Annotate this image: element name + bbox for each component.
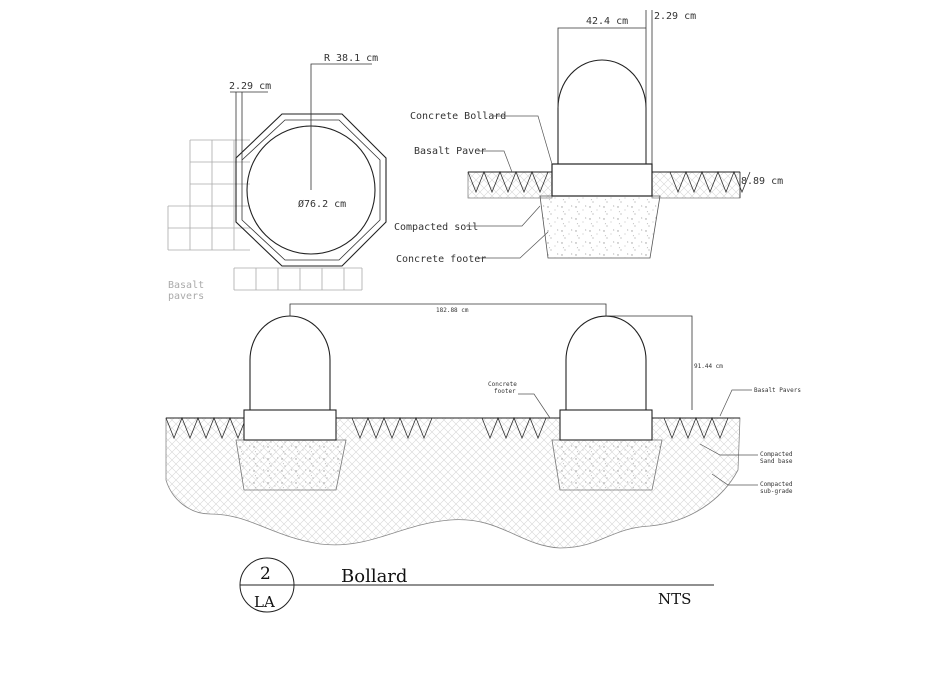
- diameter-label: Ø76.2 cm: [298, 198, 346, 210]
- bollard-base-section: [551, 163, 653, 197]
- elevation-view: 182.88 cm 91.44 cm Concrete footer Basal…: [165, 303, 801, 549]
- elevation-bollard-base-left: [243, 409, 337, 441]
- octagon-outline-outer: [235, 113, 387, 267]
- callout-paver: Basalt Paver: [414, 146, 486, 157]
- elevation-bollard-base-right: [559, 409, 653, 441]
- paver-band-right: [651, 171, 741, 199]
- spacing-dimension: [289, 303, 607, 316]
- radius-leader: [310, 63, 372, 190]
- edge-leader: [230, 91, 268, 160]
- callout-elev-footer-2: footer: [494, 388, 516, 395]
- edge-label: 2.29 cm: [229, 81, 271, 92]
- callout-elev-pavers: Basalt Pavers: [754, 387, 801, 394]
- paver-grid: [167, 139, 363, 291]
- bollard-dome-section: [557, 59, 647, 164]
- section-view: 42.4 cm 2.29 cm 8.89 cm Concrete Bollard…: [394, 10, 783, 265]
- height-label: 91.44 cm: [694, 363, 723, 370]
- callout-footer: Concrete footer: [396, 254, 486, 265]
- paver-depth-label: 8.89 cm: [741, 176, 783, 187]
- detail-number: 2: [260, 564, 271, 584]
- callout-soil: Compacted soil: [394, 222, 478, 233]
- elevation-bollard-dome-right: [565, 315, 647, 410]
- drawing-title: Bollard: [341, 566, 407, 587]
- sheet-code: LA: [254, 593, 275, 611]
- callout-bollard: Concrete Bollard: [410, 111, 506, 122]
- elevation-footer-left: [235, 439, 347, 491]
- title-block: 2 LA Bollard NTS: [239, 557, 714, 613]
- pavers-label-line1: Basalt: [168, 280, 204, 291]
- concrete-footer-section: [539, 195, 661, 259]
- callout-subgrade-2: sub-grade: [760, 488, 793, 495]
- elevation-footer-right: [551, 439, 663, 491]
- callout-subgrade-1: Compacted: [760, 481, 793, 488]
- pavers-label-line2: pavers: [168, 291, 204, 302]
- thickness-label: 2.29 cm: [654, 11, 696, 22]
- paver-band-left: [467, 171, 553, 199]
- height-dimension: [606, 315, 693, 410]
- plan-view: R 38.1 cm 2.29 cm Ø76.2 cm Basalt pavers: [167, 53, 387, 302]
- callout-sand-2: Sand base: [760, 458, 793, 465]
- width-label: 42.4 cm: [586, 16, 628, 27]
- elevation-bollard-dome-left: [249, 315, 331, 410]
- width-dimension: [557, 10, 653, 164]
- radius-label: R 38.1 cm: [324, 53, 378, 64]
- callout-elev-footer-1: Concrete: [488, 381, 517, 388]
- callout-sand-1: Compacted: [760, 451, 793, 458]
- spacing-label: 182.88 cm: [436, 307, 469, 314]
- scale-label: NTS: [658, 590, 691, 608]
- octagon-outline-inner: [241, 119, 381, 261]
